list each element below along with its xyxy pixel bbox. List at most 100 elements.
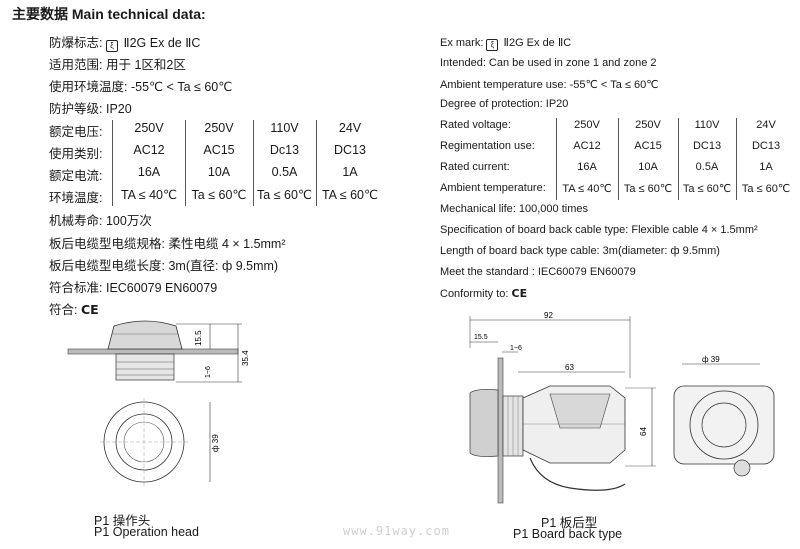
table-divider bbox=[678, 118, 679, 200]
side-view-inner-circle bbox=[701, 402, 747, 448]
table-cell: 1A bbox=[342, 165, 358, 179]
ex-label: 防爆标志: bbox=[49, 36, 103, 50]
degree-row: Degree of protection: IP20 bbox=[440, 98, 569, 110]
ce-mark-icon: CE bbox=[511, 287, 528, 300]
cable-spec-row: 板后电缆型电缆规格: 柔性电缆 4 × 1.5mm² bbox=[49, 233, 286, 252]
conformity-row-en: Conformity to: CE bbox=[440, 287, 527, 300]
panel-plate bbox=[67, 348, 239, 355]
ex-symbol-icon: ξ bbox=[105, 40, 118, 52]
area-value: 用于 1区和2区 bbox=[105, 58, 186, 72]
area-label: 适用范围: bbox=[49, 58, 103, 72]
cable-spec-value: 柔性电缆 4 × 1.5mm² bbox=[168, 237, 286, 251]
side-view-cable-exit bbox=[733, 459, 751, 477]
table-cell: Ta ≤ 60℃ bbox=[741, 183, 791, 195]
ip-label: 防护等级: bbox=[49, 102, 103, 116]
dim-92: 92 bbox=[544, 311, 553, 320]
board-back-head bbox=[469, 389, 499, 457]
cable-length-value: 3m(直径: ф 9.5mm) bbox=[168, 259, 279, 273]
standard-row: 符合标准: IEC60079 EN60079 bbox=[49, 277, 217, 296]
table-cell: AC12 bbox=[133, 143, 165, 157]
table-cell: 10A bbox=[207, 165, 231, 179]
dim-35-4: 35.4 bbox=[241, 350, 250, 366]
life-row-en: Mechanical life: 100,000 times bbox=[440, 203, 588, 215]
table-cell: 16A bbox=[577, 161, 597, 173]
table-cell: DC13 bbox=[751, 140, 781, 152]
table-row-label: Ambient temperature: bbox=[440, 182, 546, 194]
operation-head-caption-en: P1 Operation head bbox=[94, 525, 199, 539]
cable-length-label: 板后电缆型电缆长度: bbox=[49, 259, 165, 273]
cable-line bbox=[529, 457, 626, 491]
cable-spec-row-en: Specification of board back cable type: … bbox=[440, 224, 758, 236]
table-row-label: 环境温度: bbox=[49, 191, 103, 205]
env-temp-row: 使用环境温度: -55℃ < Ta ≤ 60℃ bbox=[49, 76, 232, 95]
ex-label-en: Ex mark: bbox=[440, 37, 484, 49]
table-cell: 250V bbox=[574, 119, 600, 131]
table-cell: 250V bbox=[134, 121, 164, 135]
life-row: 机械寿命: 100万次 bbox=[49, 210, 152, 229]
table-row-label: Rated voltage: bbox=[440, 119, 511, 131]
table-cell: Ta ≤ 60℃ bbox=[191, 188, 247, 202]
page-title: 主要数据 Main technical data: bbox=[12, 6, 206, 22]
standard-row-en: Meet the standard : IEC60079 EN60079 bbox=[440, 266, 636, 278]
dim-diameter-39: ф 39 bbox=[211, 434, 220, 452]
area-row: 适用范围: 用于 1区和2区 bbox=[49, 54, 186, 73]
table-row-label: Rated current: bbox=[440, 161, 510, 173]
table-cell: TA ≤ 40℃ bbox=[562, 183, 612, 195]
panel-plate-right bbox=[497, 357, 504, 504]
table-divider bbox=[618, 118, 619, 200]
table-cell: 110V bbox=[270, 121, 299, 135]
conformity-row: 符合: CE bbox=[49, 299, 99, 318]
table-cell: AC12 bbox=[573, 140, 601, 152]
table-cell: 250V bbox=[204, 121, 234, 135]
life-label: 机械寿命: bbox=[49, 214, 103, 228]
table-cell: 0.5A bbox=[695, 161, 719, 173]
cable-length-row-en: Length of board back type cable: 3m(diam… bbox=[440, 245, 720, 257]
standard-label: 符合标准: bbox=[49, 281, 103, 295]
table-divider bbox=[556, 118, 557, 200]
watermark-text: www.91way.com bbox=[343, 524, 450, 538]
dim-diameter-39-right: ф 39 bbox=[702, 355, 720, 364]
ex-value: Ⅱ2G Ex de ⅡC bbox=[123, 36, 201, 50]
table-divider bbox=[112, 120, 113, 206]
table-divider bbox=[316, 120, 317, 206]
table-cell: Ta ≤ 60℃ bbox=[623, 183, 673, 195]
table-cell: Dc13 bbox=[269, 143, 300, 157]
board-back-caption-en: P1 Board back type bbox=[513, 527, 623, 541]
table-cell: 0.5A bbox=[271, 165, 298, 179]
ip-row: 防护等级: IP20 bbox=[49, 98, 132, 117]
dim-64: 64 bbox=[639, 427, 648, 436]
cable-spec-label: 板后电缆型电缆规格: bbox=[49, 237, 165, 251]
ex-mark-row-en: Ex mark: ξ Ⅱ2G Ex de ⅡC bbox=[440, 36, 571, 51]
env-label: 使用环境温度: bbox=[49, 80, 128, 94]
table-row-label: 使用类别: bbox=[49, 147, 103, 161]
ip-value: IP20 bbox=[105, 102, 132, 116]
standard-value: IEC60079 EN60079 bbox=[105, 281, 218, 295]
table-cell: 250V bbox=[635, 119, 661, 131]
table-cell: 16A bbox=[137, 165, 161, 179]
dim-63: 63 bbox=[565, 363, 574, 372]
ex-value-en: Ⅱ2G Ex de ⅡC bbox=[503, 37, 572, 49]
table-row-label: 额定电压: bbox=[49, 125, 103, 139]
table-divider bbox=[185, 120, 186, 206]
table-cell: TA ≤ 40℃ bbox=[120, 188, 178, 202]
operation-head-caption-cn: P1 操作头 bbox=[94, 514, 151, 528]
dim-15-5: 15.5 bbox=[194, 330, 203, 346]
env-value: -55℃ < Ta ≤ 60℃ bbox=[130, 80, 233, 94]
ambient-row: Ambient temperature use: -55℃ < Ta ≤ 60℃ bbox=[440, 79, 659, 91]
table-cell: Ta ≤ 60℃ bbox=[682, 183, 732, 195]
dim-15-5-right: 15.5 bbox=[474, 334, 488, 341]
table-cell: 24V bbox=[338, 121, 362, 135]
table-cell: 1A bbox=[759, 161, 773, 173]
table-row-label: 额定电流: bbox=[49, 169, 103, 183]
table-cell: DC13 bbox=[334, 143, 366, 157]
board-back-caption-cn: P1 板后型 bbox=[541, 516, 598, 530]
table-divider bbox=[253, 120, 254, 206]
operation-head-cap bbox=[107, 320, 183, 350]
table-cell: 24V bbox=[756, 119, 776, 131]
table-cell: DC13 bbox=[692, 140, 722, 152]
life-value: 100万次 bbox=[105, 214, 152, 228]
table-cell: AC15 bbox=[203, 143, 235, 157]
table-cell: 110V bbox=[694, 119, 720, 131]
dim-1-6: 1~6 bbox=[205, 366, 212, 378]
cable-length-row: 板后电缆型电缆长度: 3m(直径: ф 9.5mm) bbox=[49, 255, 278, 274]
